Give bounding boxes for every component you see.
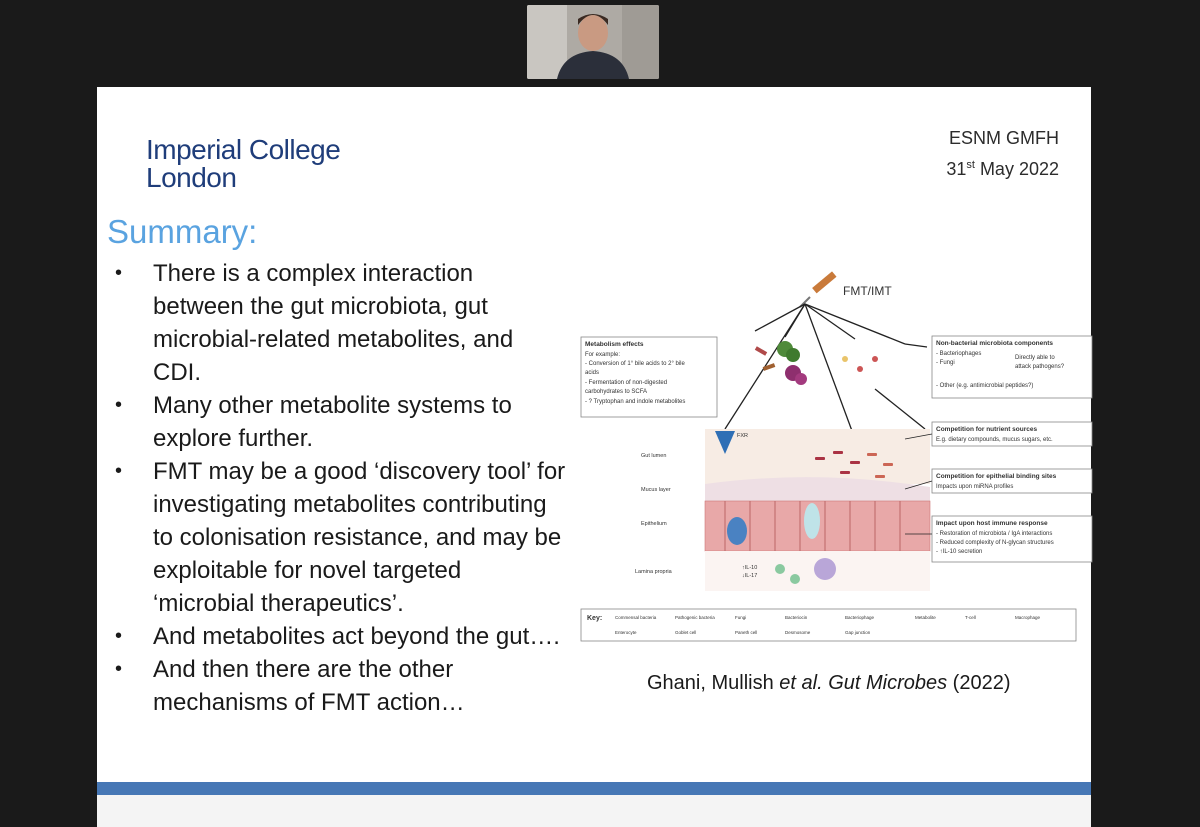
t-cell-icon (775, 564, 785, 574)
box-title: Non-bacterial microbiota components (936, 340, 1053, 347)
box-line: - ↑IL-10 secretion (936, 549, 982, 555)
box-line: Directly able to (1015, 355, 1055, 361)
metabolism-line: - Fermentation of non-digested (585, 380, 667, 386)
key-item: Goblet cell (675, 630, 696, 635)
fmt-mechanisms-figure: FMT/IMT Metabolism effects For example: … (580, 271, 1093, 642)
metabolism-box (580, 336, 718, 418)
logo-line-2: London (146, 162, 237, 193)
fxr-label: FXR (737, 433, 748, 439)
event-date: 31st May 2022 (946, 159, 1059, 179)
key-item: Bacteriocin (785, 615, 808, 620)
box-line: - Other (e.g. antimicrobial peptides?) (936, 383, 1033, 389)
epithelium-cells (704, 500, 931, 552)
macrophage-icon (814, 558, 836, 580)
box-line: E.g. dietary compounds, mucus sugars, et… (936, 437, 1053, 443)
box-line: - Bacteriophages (936, 351, 981, 357)
key-item: T-cell (965, 615, 976, 620)
key-item: Pathogenic bacteria (675, 615, 715, 620)
imperial-college-logo: Imperial College London (146, 134, 341, 193)
presentation-slide: Imperial College London ESNM GMFH 31st M… (97, 87, 1093, 827)
non-bacterial-box (931, 335, 1093, 399)
key-item: Enterocyte (615, 630, 637, 635)
key-item: Fungi (735, 615, 746, 620)
box-title: Competition for epithelial binding sites (936, 473, 1057, 480)
microbe-cluster (754, 341, 878, 385)
bullet-item: Many other metabolite systems to explore… (107, 389, 567, 455)
key-item: Commensal bacteria (615, 615, 657, 620)
layer-label: Epithelium (641, 521, 667, 527)
bullet-item: There is a complex interaction between t… (107, 257, 567, 389)
fxr-receptor-icon (715, 431, 735, 454)
connector-lines (904, 433, 933, 535)
t-cell-icon (790, 574, 800, 584)
citation: Ghani, Mullish et al. Gut Microbes (2022… (647, 672, 1011, 694)
slide-title: Summary: (107, 213, 258, 250)
box-title: Impact upon host immune response (936, 520, 1048, 527)
syringe-icon (799, 271, 837, 308)
box-line: - Restoration of microbiota / IgA intera… (936, 531, 1052, 537)
box-line: - Reduced complexity of N-glycan structu… (936, 540, 1054, 546)
summary-bullets: There is a complex interaction between t… (107, 257, 567, 719)
bullet-item: And then there are the other mechanisms … (107, 653, 567, 719)
box-line: - Fungi (936, 360, 955, 366)
footer-gray-bar (97, 795, 1091, 827)
event-name: ESNM GMFH (949, 128, 1059, 148)
participant-video-tile[interactable] (527, 5, 659, 79)
metabolism-line: - ? Tryptophan and indole metabolites (585, 399, 685, 405)
lumen-bacteria (815, 451, 893, 478)
metabolism-line: - Conversion of 1° bile acids to 2° bile (585, 361, 686, 367)
key-item: Metabolite (915, 615, 936, 620)
il-label: ↑IL-10 (742, 565, 757, 571)
bullet-item: FMT may be a good ‘discovery tool’ for i… (107, 455, 567, 620)
nutrient-box (931, 421, 1093, 447)
layer-label: Mucus layer (641, 487, 671, 493)
box-title: Competition for nutrient sources (936, 426, 1038, 433)
key-label: Key: (587, 615, 602, 622)
box-line: attack pathogens? (1015, 364, 1065, 370)
mucus-layer (705, 477, 930, 501)
key-item: Macrophage (1015, 615, 1041, 620)
metabolism-line: acids (585, 370, 599, 376)
key-item: Bacteriophage (845, 615, 875, 620)
box-line: Impacts upon miRNA profiles (936, 484, 1013, 490)
event-info: ESNM GMFH 31st May 2022 (946, 125, 1059, 183)
key-item: Gap junction (845, 630, 871, 635)
logo-line-1: Imperial College (146, 134, 341, 165)
layer-label: Gut lumen (641, 453, 666, 459)
metabolism-line: For example: (585, 352, 620, 358)
immune-box (931, 515, 1093, 563)
metabolism-line: carbohydrates to SCFA (585, 389, 647, 395)
key-item: Desmosome (785, 630, 811, 635)
key-item: Paneth cell (735, 630, 757, 635)
layer-label: Lamina propria (635, 569, 673, 575)
il-label: ↓IL-17 (742, 573, 757, 579)
participant-video (527, 5, 659, 79)
figure-top-label: FMT/IMT (843, 284, 892, 298)
gut-lumen-region (705, 429, 930, 484)
figure-key (580, 608, 1077, 642)
metabolism-title: Metabolism effects (585, 341, 644, 348)
figure-arrows (724, 303, 928, 440)
bullet-item: And metabolites act beyond the gut…. (107, 620, 567, 653)
footer-blue-bar (97, 782, 1091, 795)
